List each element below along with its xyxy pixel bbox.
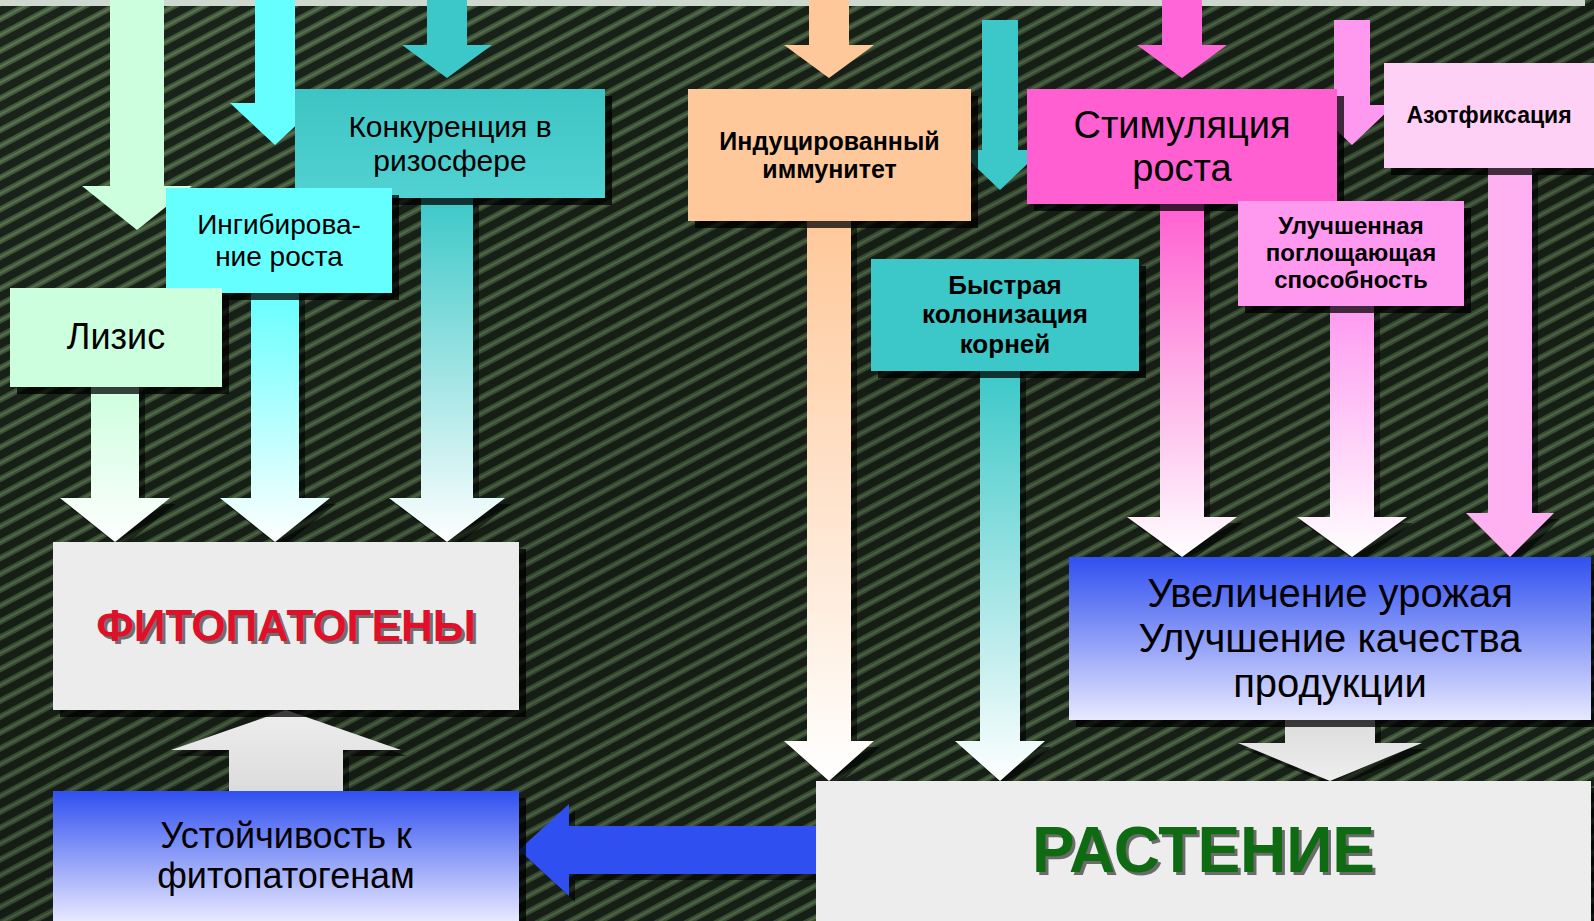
text-box: Лизис	[10, 288, 222, 387]
text-box: Устойчивость к фитопатогенам	[53, 791, 519, 921]
block-arrow	[955, 371, 1045, 781]
box-label: Азотфиксация	[1406, 103, 1571, 129]
box-label: Лизис	[67, 317, 165, 357]
text-box: Индуцированный иммунитет	[688, 89, 971, 221]
box-label: Стимуляция роста	[1035, 104, 1329, 189]
text-box: Стимуляция роста	[1027, 89, 1337, 204]
block-arrow	[389, 198, 505, 542]
text-box: РАСТЕНИЕ	[816, 781, 1591, 921]
text-box: Увеличение урожая Улучшение качества про…	[1069, 557, 1591, 720]
block-arrow	[784, 221, 874, 781]
block-arrow	[1238, 720, 1422, 781]
text-box: Конкуренция в ризосфере	[295, 89, 605, 198]
box-label: Улучшенная поглощающая способность	[1246, 213, 1456, 294]
box-label: Конкуренция в ризосфере	[303, 110, 597, 177]
incoming-arrow	[1137, 0, 1227, 78]
box-label: РАСТЕНИЕ	[1032, 815, 1375, 887]
text-box: Улучшенная поглощающая способность	[1238, 201, 1464, 306]
box-label: Устойчивость к фитопатогенам	[61, 816, 511, 897]
box-label: Ингибирова-ние роста	[174, 209, 384, 272]
incoming-arrow	[784, 0, 874, 78]
block-arrow	[1127, 204, 1237, 557]
block-arrow	[519, 804, 816, 896]
text-box: Ингибирова-ние роста	[166, 188, 392, 293]
box-label: Увеличение урожая Улучшение качества про…	[1077, 571, 1583, 705]
text-box: ФИТОПАТОГЕНЫ	[53, 542, 519, 710]
box-label: ФИТОПАТОГЕНЫ	[96, 601, 476, 650]
text-box: Быстрая колонизация корней	[871, 259, 1139, 371]
top-band	[0, 0, 1585, 6]
text-box: Азотфиксация	[1384, 63, 1594, 168]
block-arrow	[60, 387, 170, 542]
box-label: Быстрая колонизация корней	[879, 271, 1131, 358]
box-label: Индуцированный иммунитет	[696, 127, 963, 183]
block-arrow	[1466, 168, 1554, 557]
block-arrow	[171, 710, 401, 791]
block-arrow	[220, 293, 330, 542]
incoming-arrow	[402, 0, 492, 78]
block-arrow	[1297, 306, 1407, 557]
